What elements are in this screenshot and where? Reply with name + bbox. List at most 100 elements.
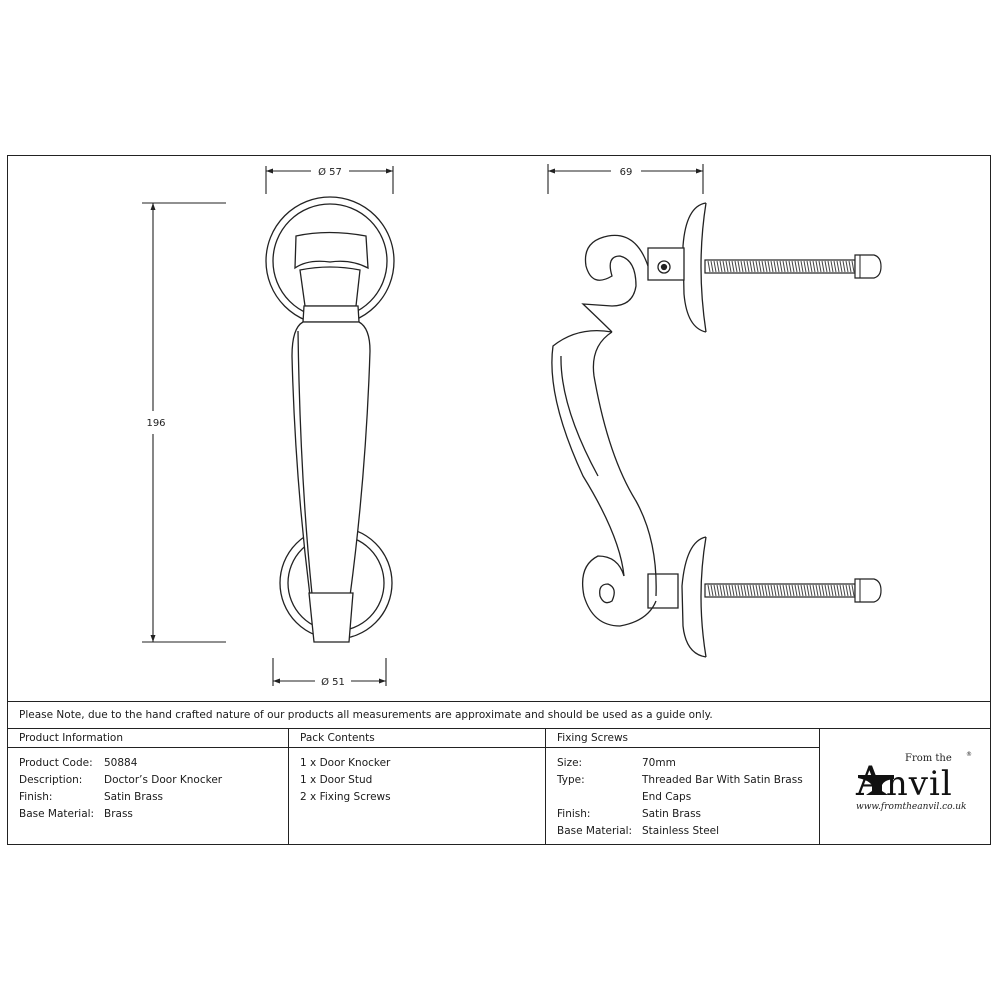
- screw-thread: [716, 260, 720, 273]
- screw-thread: [848, 584, 852, 597]
- dim-height: 196: [146, 418, 165, 429]
- screw-thread: [827, 260, 831, 273]
- screw-thread: [791, 260, 795, 273]
- screw-thread: [782, 260, 786, 273]
- table-row: End Caps: [546, 789, 819, 806]
- knocker-hinge: [294, 231, 369, 270]
- screw-thread: [734, 584, 738, 597]
- screw-thread: [746, 260, 750, 273]
- top-plate-edge: [700, 202, 707, 333]
- screw-thread: [845, 260, 849, 273]
- screw-thread: [818, 584, 822, 597]
- screw-thread: [752, 584, 756, 597]
- screw-thread: [710, 260, 714, 273]
- front-view: [265, 196, 395, 643]
- screw-thread: [755, 584, 759, 597]
- row-value: Brass: [104, 808, 133, 820]
- screw-thread: [800, 584, 804, 597]
- screw-thread: [737, 584, 741, 597]
- fixing-screws-column: Fixing Screws Size:70mm Type:Threaded Ba…: [546, 729, 820, 844]
- pivot-pin-centre: [660, 263, 668, 271]
- row-label: Description:: [19, 774, 83, 786]
- screw-thread: [740, 260, 744, 273]
- screw-thread: [836, 584, 840, 597]
- screw-thread: [833, 260, 837, 273]
- row-label: Finish:: [557, 808, 591, 820]
- screw-thread: [767, 260, 771, 273]
- screw-thread: [707, 584, 711, 597]
- pivot-pin: [657, 260, 671, 274]
- screw-thread: [713, 584, 717, 597]
- knocker-neck: [299, 266, 361, 307]
- screw-thread: [791, 584, 795, 597]
- screw-thread: [788, 260, 792, 273]
- knocker-scroll-bottom: [581, 555, 657, 627]
- screw-thread: [749, 584, 753, 597]
- screw-thread: [785, 584, 789, 597]
- table-row: Description:Doctor’s Door Knocker: [8, 772, 288, 789]
- row-value: Threaded Bar With Satin Brass: [642, 774, 803, 786]
- screw-thread: [758, 260, 762, 273]
- dim-arrow: [696, 168, 703, 174]
- screw-thread: [821, 260, 825, 273]
- screw-thread: [830, 260, 834, 273]
- screw-thread: [803, 260, 807, 273]
- screw-thread: [734, 260, 738, 273]
- screw-thread: [821, 584, 825, 597]
- screw-thread: [824, 260, 828, 273]
- dim-bottom-diameter: Ø 51: [321, 676, 345, 688]
- bottom-stud: [647, 573, 679, 609]
- screw-thread: [800, 260, 804, 273]
- screw-thread: [812, 260, 816, 273]
- screw-thread: [788, 584, 792, 597]
- screw-thread: [731, 584, 735, 597]
- screw-thread: [797, 584, 801, 597]
- product-information-column: Product Information Product Code: 50884 D…: [8, 729, 289, 844]
- technical-drawing: Ø 57 Ø 51 196 69: [8, 156, 992, 701]
- row-label: Size:: [557, 757, 583, 769]
- row-label: Product Code:: [19, 757, 93, 769]
- table-row: Type: Threaded Bar With Satin Brass: [546, 772, 819, 789]
- screw-thread: [848, 260, 852, 273]
- dim-top-diameter: Ø 57: [318, 166, 342, 178]
- screw-thread: [779, 584, 783, 597]
- top-end-cap: [854, 254, 882, 279]
- product-information-heading: Product Information: [8, 729, 288, 748]
- screw-thread: [806, 260, 810, 273]
- dim-projection: 69: [620, 167, 633, 178]
- screw-thread: [761, 584, 765, 597]
- table-row: Base Material:Stainless Steel: [546, 823, 819, 840]
- knocker-arm-inner: [592, 331, 657, 597]
- row-label: Finish:: [19, 791, 53, 803]
- bottom-plate: [681, 536, 707, 658]
- table-row: Base Material: Brass: [8, 806, 288, 823]
- fixing-screws-heading: Fixing Screws: [546, 729, 819, 748]
- knocker-arm-edge: [560, 355, 599, 477]
- dim-arrow: [386, 168, 393, 174]
- screw-thread: [764, 584, 768, 597]
- screw-thread: [758, 584, 762, 597]
- screw-thread: [782, 584, 786, 597]
- screw-thread: [824, 584, 828, 597]
- row-label: Type:: [557, 774, 585, 786]
- screw-thread: [836, 260, 840, 273]
- screw-thread: [743, 260, 747, 273]
- row-value: 50884: [104, 757, 138, 769]
- screw-thread: [806, 584, 810, 597]
- logo-initial: A: [856, 759, 886, 805]
- screw-thread: [842, 260, 846, 273]
- dim-arrow: [548, 168, 555, 174]
- row-label: Base Material:: [19, 808, 95, 820]
- row-value: Satin Brass: [642, 808, 702, 820]
- drawing-svg: Ø 57 Ø 51 196 69: [142, 164, 882, 688]
- screw-thread: [767, 584, 771, 597]
- screw-thread: [755, 260, 759, 273]
- screw-thread: [719, 260, 723, 273]
- screw-thread: [851, 584, 855, 597]
- screw-thread: [794, 584, 798, 597]
- screw-thread: [725, 584, 729, 597]
- row-value: Satin Brass: [104, 791, 164, 803]
- screw-thread: [803, 584, 807, 597]
- knocker-striker: [308, 592, 354, 643]
- dim-arrow: [266, 168, 273, 174]
